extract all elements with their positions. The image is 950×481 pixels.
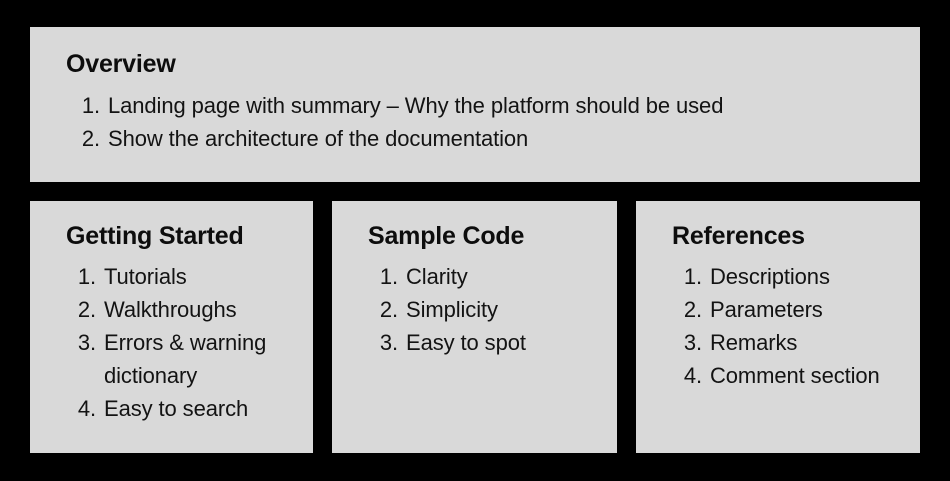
list-number: 3. bbox=[683, 329, 702, 355]
list-item: 2. Parameters bbox=[680, 293, 902, 326]
list-number: 4. bbox=[683, 362, 702, 388]
list-item: 2. Walkthroughs bbox=[74, 293, 295, 326]
getting-started-card: Getting Started 1. Tutorials 2. Walkthro… bbox=[30, 201, 313, 453]
list-item: 1. Tutorials bbox=[74, 260, 295, 293]
list-item-text: Walkthroughs bbox=[104, 296, 237, 322]
list-item-text: Parameters bbox=[710, 296, 823, 322]
list-item-text: Easy to spot bbox=[406, 329, 526, 355]
list-item-text: Easy to search bbox=[104, 395, 249, 421]
sample-code-card: Sample Code 1. Clarity 2. Simplicity 3. … bbox=[332, 201, 617, 453]
list-item: 4. Comment section bbox=[680, 359, 902, 392]
references-title: References bbox=[672, 222, 805, 250]
list-number: 3. bbox=[77, 329, 96, 355]
list-item-text: Clarity bbox=[406, 263, 468, 289]
list-item-text: Landing page with summary – Why the plat… bbox=[108, 92, 724, 118]
list-item-text: Show the architecture of the documentati… bbox=[108, 125, 529, 151]
list-item-text: Simplicity bbox=[406, 296, 498, 322]
list-number: 2. bbox=[81, 125, 100, 151]
list-number: 2. bbox=[683, 296, 702, 322]
list-item-text: Errors & warning dictionary bbox=[104, 329, 267, 388]
list-item-text: Tutorials bbox=[104, 263, 187, 289]
overview-title: Overview bbox=[66, 50, 176, 78]
list-item: 1. Landing page with summary – Why the p… bbox=[78, 89, 884, 122]
list-item: 4. Easy to search bbox=[74, 392, 295, 425]
list-number: 1. bbox=[683, 263, 702, 289]
list-number: 1. bbox=[77, 263, 96, 289]
list-item: 3. Remarks bbox=[680, 326, 902, 359]
list-number: 1. bbox=[81, 92, 100, 118]
getting-started-title: Getting Started bbox=[66, 222, 244, 250]
references-list: 1. Descriptions 2. Parameters 3. Remarks… bbox=[680, 260, 902, 392]
list-item-text: Remarks bbox=[710, 329, 798, 355]
list-item: 2. Simplicity bbox=[376, 293, 599, 326]
list-number: 2. bbox=[77, 296, 96, 322]
list-item: 3. Errors & warning dictionary bbox=[74, 326, 295, 392]
list-item: 2. Show the architecture of the document… bbox=[78, 122, 884, 155]
list-item: 1. Descriptions bbox=[680, 260, 902, 293]
sample-code-title: Sample Code bbox=[368, 222, 525, 250]
list-item-text: Comment section bbox=[710, 362, 880, 388]
references-card: References 1. Descriptions 2. Parameters… bbox=[636, 201, 920, 453]
overview-card: Overview 1. Landing page with summary – … bbox=[30, 27, 920, 182]
list-number: 2. bbox=[379, 296, 398, 322]
sample-code-list: 1. Clarity 2. Simplicity 3. Easy to spot bbox=[376, 260, 599, 359]
list-number: 3. bbox=[379, 329, 398, 355]
list-number: 1. bbox=[379, 263, 398, 289]
list-item-text: Descriptions bbox=[710, 263, 830, 289]
getting-started-list: 1. Tutorials 2. Walkthroughs 3. Errors &… bbox=[74, 260, 295, 425]
list-item: 1. Clarity bbox=[376, 260, 599, 293]
list-number: 4. bbox=[77, 395, 96, 421]
overview-list: 1. Landing page with summary – Why the p… bbox=[78, 89, 884, 155]
list-item: 3. Easy to spot bbox=[376, 326, 599, 359]
